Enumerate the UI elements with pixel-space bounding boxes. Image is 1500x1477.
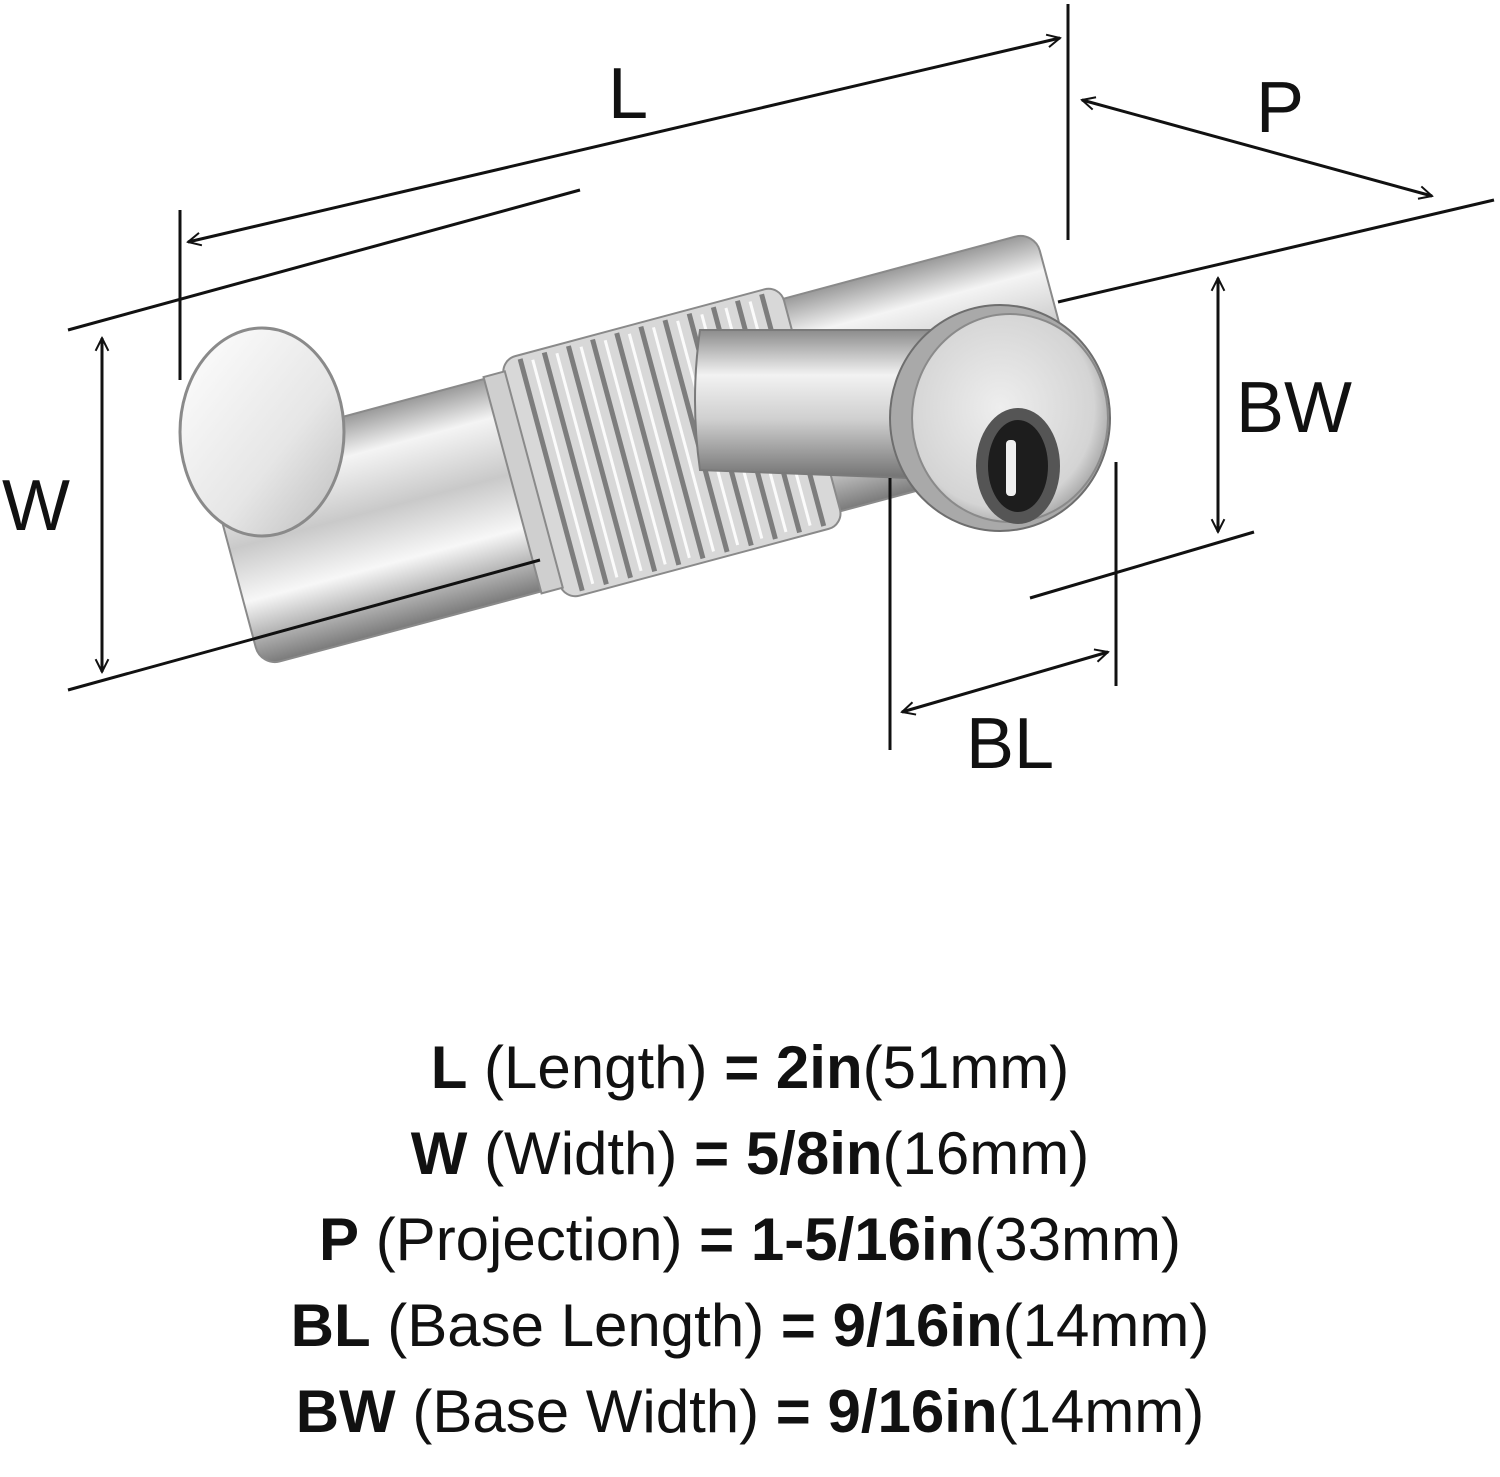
spec-desc: (Projection) bbox=[375, 1206, 683, 1273]
spec-code: L bbox=[430, 1034, 468, 1101]
spec-row-base-length: BL (Base Length) = 9/16in(14mm) bbox=[0, 1283, 1500, 1369]
spec-imperial: 9/16in bbox=[827, 1378, 998, 1445]
dimension-lines bbox=[67, 4, 1495, 750]
spec-equals: = bbox=[699, 1206, 735, 1273]
dimension-spec-list: L (Length) = 2in(51mm) W (Width) = 5/8in… bbox=[0, 1025, 1500, 1455]
spec-row-length: L (Length) = 2in(51mm) bbox=[0, 1025, 1500, 1111]
spec-code: P bbox=[319, 1206, 360, 1273]
spec-metric: (14mm) bbox=[1002, 1292, 1210, 1359]
spec-imperial: 1-5/16in bbox=[750, 1206, 975, 1273]
spec-desc: (Base Length) bbox=[387, 1292, 765, 1359]
spec-metric: (14mm) bbox=[997, 1378, 1205, 1445]
spec-metric: (16mm) bbox=[882, 1120, 1090, 1187]
label-l: L bbox=[608, 54, 648, 134]
spec-equals: = bbox=[724, 1034, 760, 1101]
spec-desc: (Width) bbox=[484, 1120, 678, 1187]
spec-desc: (Base Width) bbox=[412, 1378, 760, 1445]
label-p: P bbox=[1256, 68, 1304, 148]
spec-imperial: 9/16in bbox=[832, 1292, 1003, 1359]
knob-base bbox=[889, 304, 1111, 532]
knob-illustration bbox=[178, 234, 1111, 664]
label-w: W bbox=[2, 466, 70, 546]
label-bw: BW bbox=[1236, 368, 1352, 448]
label-bl: BL bbox=[966, 704, 1054, 784]
spec-row-width: W (Width) = 5/8in(16mm) bbox=[0, 1111, 1500, 1197]
spec-row-projection: P (Projection) = 1-5/16in(33mm) bbox=[0, 1197, 1500, 1283]
spec-code: W bbox=[410, 1120, 468, 1187]
spec-equals: = bbox=[775, 1378, 811, 1445]
spec-metric: (51mm) bbox=[862, 1034, 1070, 1101]
dim-line-bl bbox=[902, 652, 1108, 712]
spec-code: BL bbox=[290, 1292, 371, 1359]
dimension-diagram: L P W BW BL bbox=[2, 4, 1495, 784]
spec-desc: (Length) bbox=[484, 1034, 708, 1101]
spec-imperial: 2in bbox=[775, 1034, 863, 1101]
spec-equals: = bbox=[780, 1292, 816, 1359]
dim-line-l bbox=[188, 38, 1060, 242]
dim-line-p bbox=[1082, 100, 1432, 196]
spec-metric: (33mm) bbox=[974, 1206, 1181, 1273]
knob-end-cap bbox=[178, 326, 346, 538]
spec-code: BW bbox=[295, 1378, 396, 1445]
spec-imperial: 5/8in bbox=[745, 1120, 883, 1187]
spec-row-base-width: BW (Base Width) = 9/16in(14mm) bbox=[0, 1369, 1500, 1455]
spec-equals: = bbox=[694, 1120, 730, 1187]
